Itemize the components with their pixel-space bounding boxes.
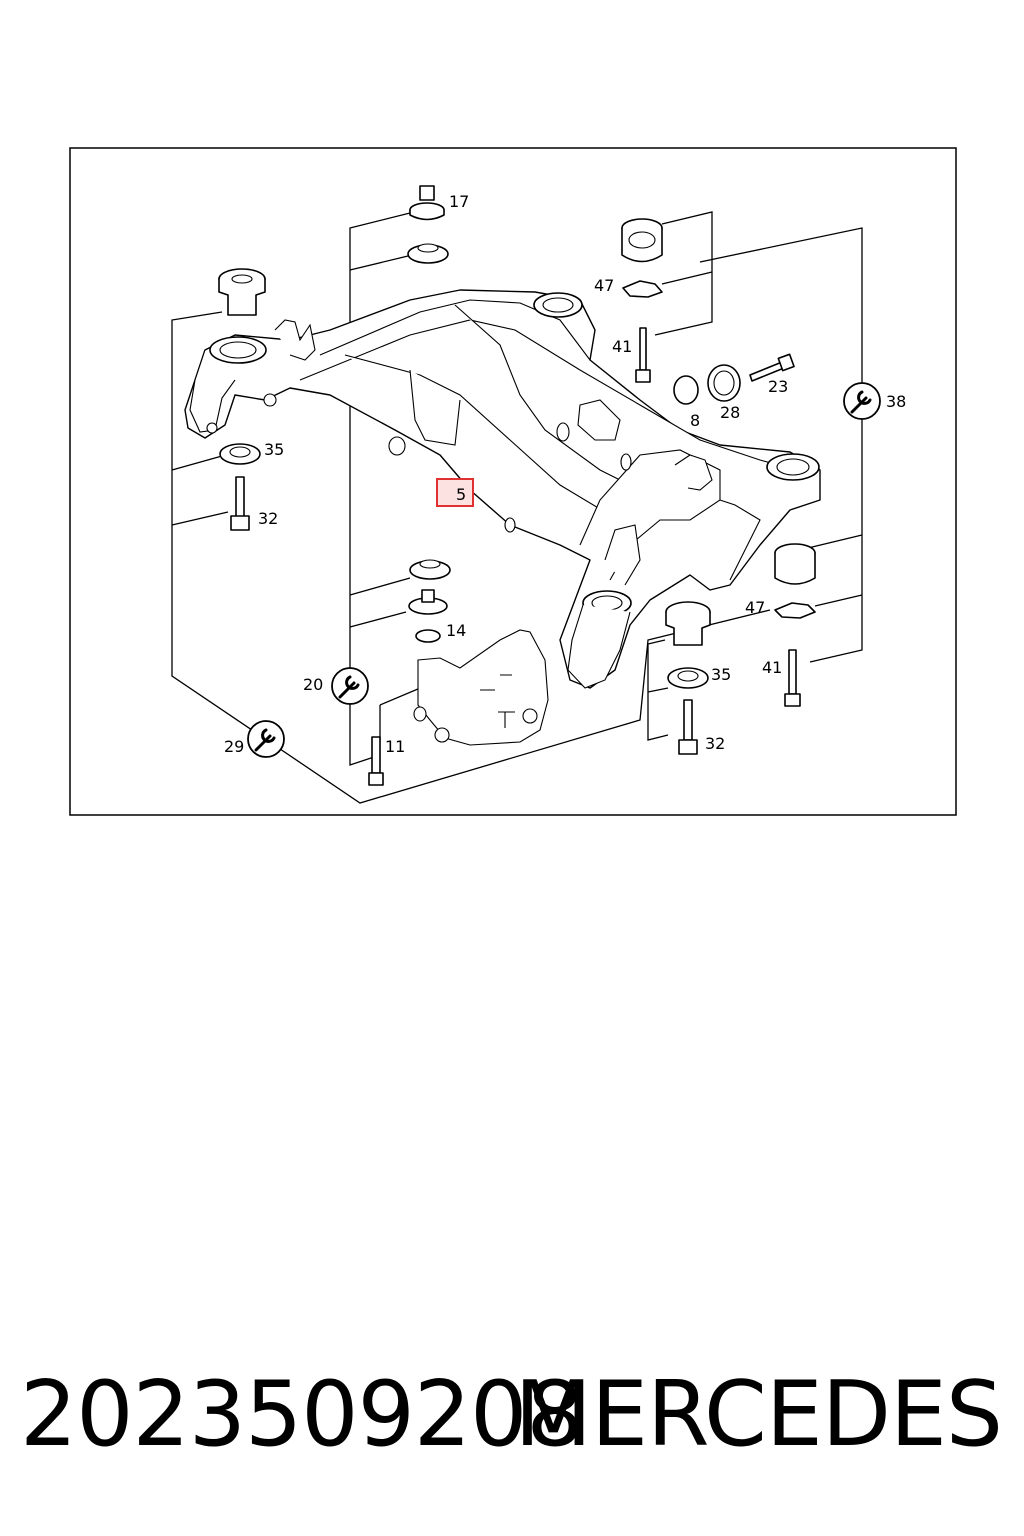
part-41-bolt-upper [635, 327, 651, 383]
callout-47-upper: 47 [594, 276, 614, 295]
part-32-bolt-right [678, 699, 698, 755]
callout-32-left: 32 [258, 509, 278, 528]
callout-29: 29 [224, 737, 244, 756]
part-washer-upper [407, 243, 449, 264]
part-bushing-right-upper [621, 218, 663, 263]
callout-11: 11 [385, 737, 405, 756]
part-28-sleeve [707, 364, 741, 402]
highlight-box-part-5 [436, 478, 474, 507]
callout-32-right: 32 [705, 734, 725, 753]
part-8-bush [673, 375, 699, 405]
wrench-icon-20 [331, 667, 369, 705]
callout-17: 17 [449, 192, 469, 211]
callout-41-upper: 41 [612, 337, 632, 356]
callout-14: 14 [446, 621, 466, 640]
part-bushing-right-low [665, 601, 711, 646]
part-14-clip [415, 629, 441, 643]
brand-name: MERCEDES [514, 1362, 1003, 1467]
wrench-icon-29 [247, 720, 285, 758]
part-number: 2023509208 [20, 1362, 584, 1467]
part-washer-lower-center [409, 559, 451, 580]
callout-47-lower: 47 [745, 598, 765, 617]
callout-35-left: 35 [264, 440, 284, 459]
part-17-mount-bolt [409, 185, 445, 221]
part-41-bolt-lower [784, 649, 801, 707]
callout-5[interactable]: 5 [456, 485, 466, 504]
callout-41-lower: 41 [762, 658, 782, 677]
part-11-bolt [368, 736, 384, 786]
footer-caption: 2023509208 MERCEDES [0, 1360, 1024, 1470]
leader-lines [171, 211, 863, 804]
wrench-icon-38 [843, 382, 881, 420]
callout-23: 23 [768, 377, 788, 396]
part-35-washer-left [219, 443, 261, 465]
rear-axle-carrier [184, 289, 821, 689]
part-32-bolt-left [230, 476, 250, 531]
callout-35-right: 35 [711, 665, 731, 684]
part-bushing-left-upper [218, 268, 266, 316]
callout-8: 8 [690, 411, 700, 430]
part-mount-lower-center [408, 589, 448, 615]
part-35-washer-right [667, 667, 709, 689]
part-47-bracket-lower [774, 602, 816, 619]
callout-38: 38 [886, 392, 906, 411]
differential-housing [413, 629, 549, 746]
callout-20: 20 [303, 675, 323, 694]
part-23-bolt [749, 353, 795, 382]
part-bushing-right-lower [774, 543, 816, 585]
part-47-bracket-upper [622, 280, 663, 298]
callout-28: 28 [720, 403, 740, 422]
